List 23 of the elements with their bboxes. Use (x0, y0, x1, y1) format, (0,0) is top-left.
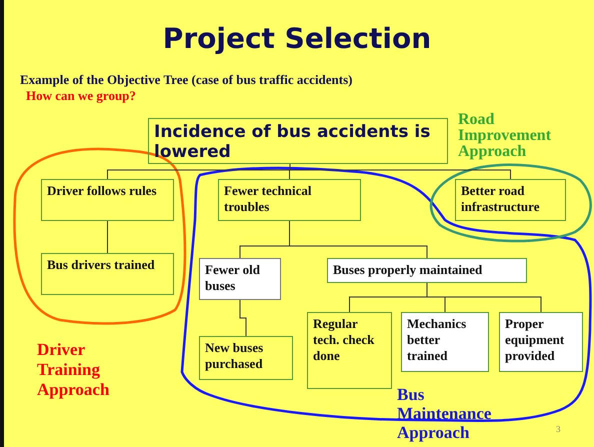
tree-connector (240, 300, 246, 336)
group-label: Driver Training Approach (37, 340, 110, 400)
question-text: How can we group? (26, 88, 137, 104)
objective-box: Driver follows rules (41, 179, 174, 221)
tree-connector (289, 220, 428, 258)
objective-box: New buses purchased (199, 336, 293, 380)
objective-box: Incidence of bus accidents is lowered (148, 118, 448, 164)
group-label: Bus Maintenance Approach (397, 385, 492, 442)
objective-box: Proper equipment provided (499, 312, 583, 372)
objective-box: Fewer technical troubles (218, 179, 361, 221)
objective-box: Regular tech. check done (307, 312, 392, 389)
tree-connector (426, 282, 542, 312)
page-number: 3 (556, 424, 562, 434)
slide-title: Project Selection (162, 22, 432, 55)
objective-box: Mechanics better trained (401, 312, 489, 372)
objective-box: Fewer old buses (199, 258, 281, 300)
tree-connector (290, 164, 511, 180)
group-label: Road Improvement Approach (458, 112, 552, 160)
objective-box: Better road infrastructure (455, 179, 566, 221)
tree-connector (107, 220, 108, 254)
subtitle: Example of the Objective Tree (case of bus traffic accidents) (20, 72, 354, 88)
objective-box: Buses properly maintained (327, 258, 527, 283)
objective-box: Bus drivers trained (41, 253, 174, 295)
